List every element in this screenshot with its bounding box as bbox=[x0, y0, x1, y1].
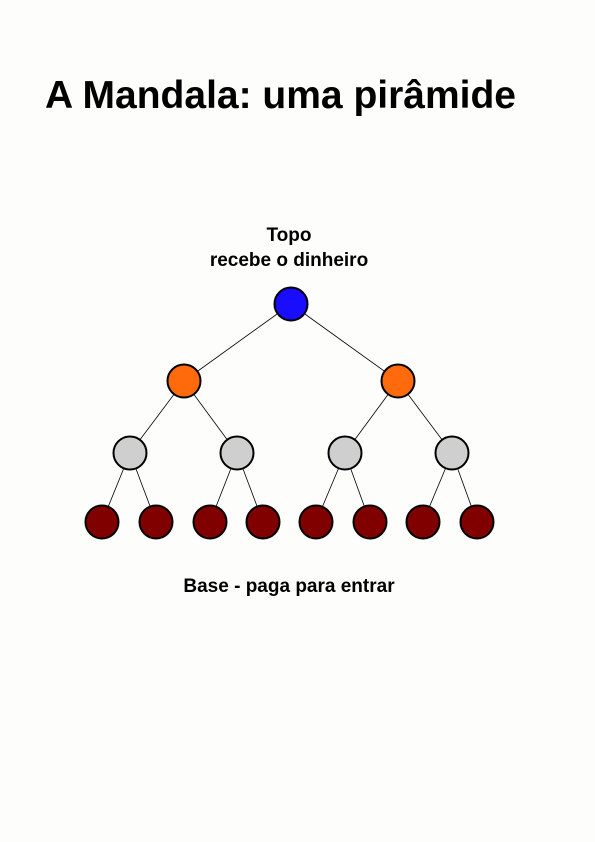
page-title: A Mandala: uma pirâmide bbox=[45, 74, 516, 117]
tree-node-level-1 bbox=[273, 286, 309, 322]
tree-node-level-4 bbox=[84, 504, 120, 540]
tree-node-level-2 bbox=[166, 363, 202, 399]
tree-node-level-4 bbox=[405, 504, 441, 540]
tree-nodes bbox=[84, 286, 495, 540]
top-caption-line-1: Topo bbox=[266, 225, 312, 246]
tree-node-level-3 bbox=[219, 435, 255, 471]
tree-node-level-4 bbox=[352, 504, 388, 540]
tree-edge bbox=[183, 303, 292, 382]
tree-node-level-2 bbox=[380, 363, 416, 399]
base-caption: Base - paga para entrar bbox=[183, 576, 395, 597]
tree-node-level-3 bbox=[434, 435, 470, 471]
tree-node-level-4 bbox=[138, 504, 174, 540]
top-caption-line-2: recebe o dinheiro bbox=[209, 250, 369, 271]
tree-node-level-3 bbox=[112, 435, 148, 471]
top-caption: Topo recebe o dinheiro bbox=[0, 223, 578, 273]
tree-node-level-4 bbox=[298, 504, 334, 540]
tree-node-level-4 bbox=[245, 504, 281, 540]
tree-edges bbox=[101, 303, 478, 523]
tree-node-level-3 bbox=[327, 435, 363, 471]
tree-edge bbox=[290, 303, 399, 382]
tree-node-level-4 bbox=[459, 504, 495, 540]
tree-node-level-4 bbox=[192, 504, 228, 540]
